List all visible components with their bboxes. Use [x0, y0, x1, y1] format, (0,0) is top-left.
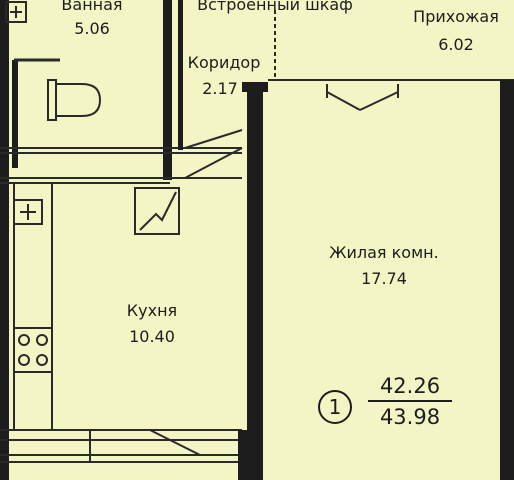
apartment-number: 1 [318, 390, 352, 424]
living-top-door-left [326, 91, 361, 111]
kitchen-name: Кухня [126, 301, 178, 320]
socket-icon [5, 1, 27, 23]
corridor-area: 2.17 [202, 79, 238, 98]
left-outer-wall [0, 0, 9, 480]
living-area-value: 42.26 [368, 372, 452, 402]
corridor-door-line-2 [184, 129, 243, 149]
living-room-area: 17.74 [361, 269, 407, 288]
hallway-area: 6.02 [438, 35, 474, 54]
left-inner-wall-upper [12, 60, 18, 168]
bathroom-right-wall [163, 0, 172, 180]
socket-icon [13, 199, 43, 225]
corridor-door-line-1 [184, 147, 243, 179]
wardrobe-name: Встроенный шкаф [197, 0, 353, 14]
corridor-name: Коридор [187, 53, 261, 72]
apartment-area-fraction: 42.26 43.98 [368, 372, 452, 432]
right-outer-wall [500, 80, 514, 480]
bathroom-area: 5.06 [74, 19, 110, 38]
living-left-cap [242, 82, 268, 92]
stove-icon [13, 327, 53, 373]
hallway-name: Прихожая [413, 7, 499, 26]
kitchen-bottom-wall [238, 430, 247, 480]
bathroom-name: Ванная [61, 0, 123, 14]
living-top-door-right [359, 91, 399, 111]
toilet-icon [47, 79, 102, 121]
wardrobe-left-wall [178, 0, 183, 150]
kitchen-area: 10.40 [129, 327, 175, 346]
living-left-wall [247, 82, 263, 480]
total-area-value: 43.98 [379, 405, 441, 429]
kitchen-door-diagonal [149, 429, 201, 456]
ventilation-shaft-icon [134, 187, 180, 235]
living-room-name: Жилая комн. [329, 243, 439, 262]
